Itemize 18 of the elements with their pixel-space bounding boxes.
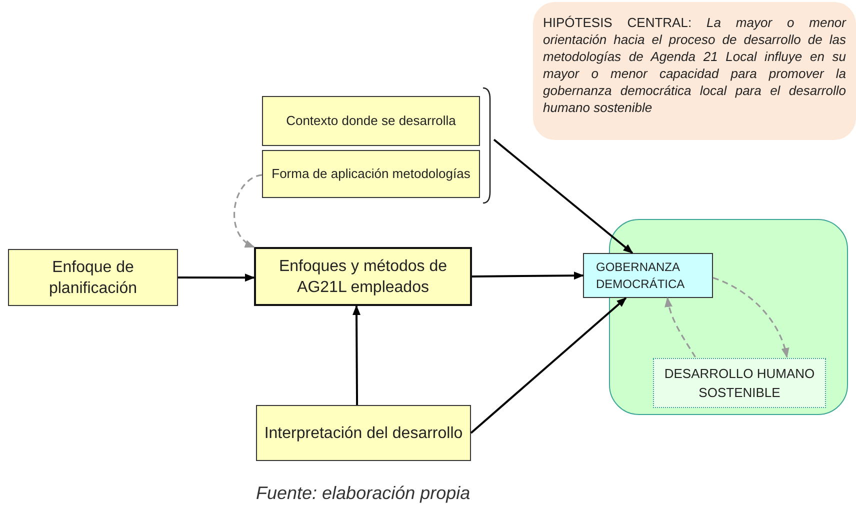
outcome-box: GOBERNANZA DEMOCRÁTICA [583, 253, 713, 298]
arrow [234, 174, 262, 248]
arrow [178, 274, 255, 282]
process-box: Enfoque de planificación [8, 249, 178, 306]
outcome-box: DESARROLLO HUMANO SOSTENIBLE [653, 358, 826, 408]
process-box: Enfoques y métodos de AG21L empleados [254, 247, 472, 306]
hypothesis-note: HIPÓTESIS CENTRAL: La mayor o menor orientación hacia el proceso de desarrollo de las metodologías de Agenda 21 Local influye en su mayor o menor capacidad para promover la gobernanza democrática local para el desarrollo humano sostenible [533, 2, 856, 140]
arrow [352, 305, 361, 405]
arrow [493, 138, 634, 254]
arrow [470, 297, 627, 434]
bracket [482, 87, 491, 204]
arrow [664, 297, 696, 358]
factor-box: Forma de aplicación metodologías [262, 150, 480, 198]
caption: Fuente: elaboración propia [256, 482, 470, 505]
arrow [712, 277, 789, 358]
arrow [472, 272, 584, 280]
factor-box: Contexto donde se desarrolla [262, 96, 480, 146]
process-box: Interpretación del desarrollo [256, 405, 471, 461]
